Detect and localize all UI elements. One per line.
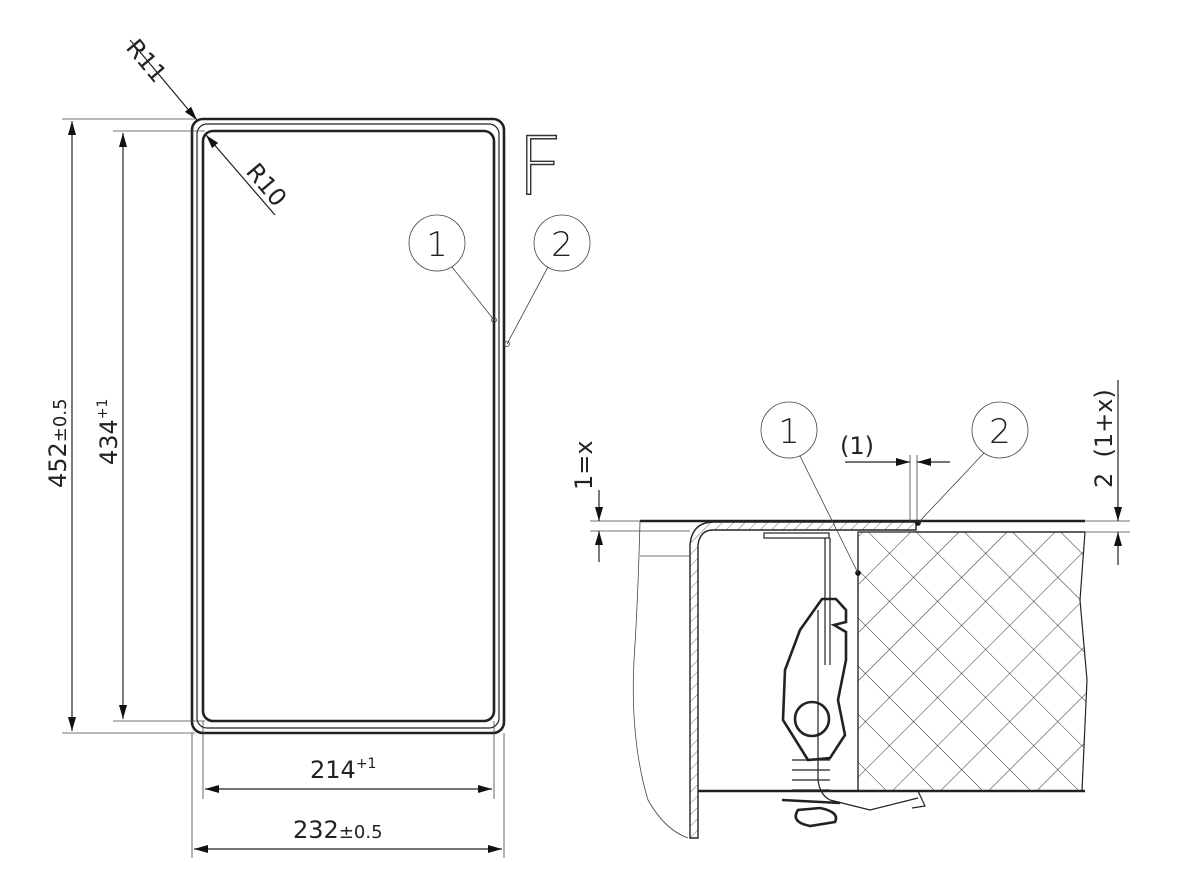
dimension-width-232: 232±0.5 (191, 733, 505, 858)
radius-r11-leader (129, 39, 198, 121)
svg-text:(1): (1) (840, 432, 874, 460)
svg-text:1=x: 1=x (570, 440, 598, 490)
cabinet-side-break-line (632, 520, 689, 839)
section-view: 1 2 (1) 1=x 2 (1+x (570, 380, 1130, 839)
svg-text:452±0.5: 452±0.5 (44, 398, 72, 488)
svg-text:232±0.5: 232±0.5 (293, 816, 383, 844)
sink-flange (689, 521, 917, 839)
svg-text:2: 2 (989, 412, 1011, 452)
radius-r10-leader (205, 134, 276, 216)
cutout-inner-outline (201, 129, 496, 723)
cutout-outer-outline (190, 117, 506, 735)
svg-text:214+1: 214+1 (310, 756, 376, 784)
cutout-outer-inner-line (196, 123, 500, 729)
section-balloon-2: 2 (917, 401, 1029, 524)
insulation-foam (857, 531, 1088, 792)
balloon-2: 2 (504, 214, 591, 347)
dimension-right-2: 2 (1+x) (1085, 380, 1130, 565)
dimension-width-214: 214+1 (202, 721, 495, 799)
radius-r11-label: R11 (120, 34, 172, 88)
svg-text:2: 2 (551, 225, 573, 265)
dimension-left-1x: 1=x (570, 440, 690, 562)
radius-r10-label: R10 (240, 158, 292, 212)
svg-text:1: 1 (778, 412, 800, 452)
section-balloon-1: 1 (760, 401, 859, 574)
svg-text:2 (1+x): 2 (1+x) (1090, 389, 1118, 488)
plan-view: F R11 R10 1 2 452±0.5 (44, 34, 591, 858)
balloon-1: 1 (408, 214, 497, 323)
svg-text:434+1: 434+1 (95, 399, 123, 465)
svg-text:1: 1 (426, 225, 448, 265)
view-label-f: F (517, 120, 563, 213)
dimension-gap-1: (1) (840, 432, 950, 522)
dimension-height-452: 452±0.5 (44, 118, 195, 734)
dimension-height-434: 434+1 (95, 130, 205, 722)
mounting-clip (763, 532, 926, 828)
